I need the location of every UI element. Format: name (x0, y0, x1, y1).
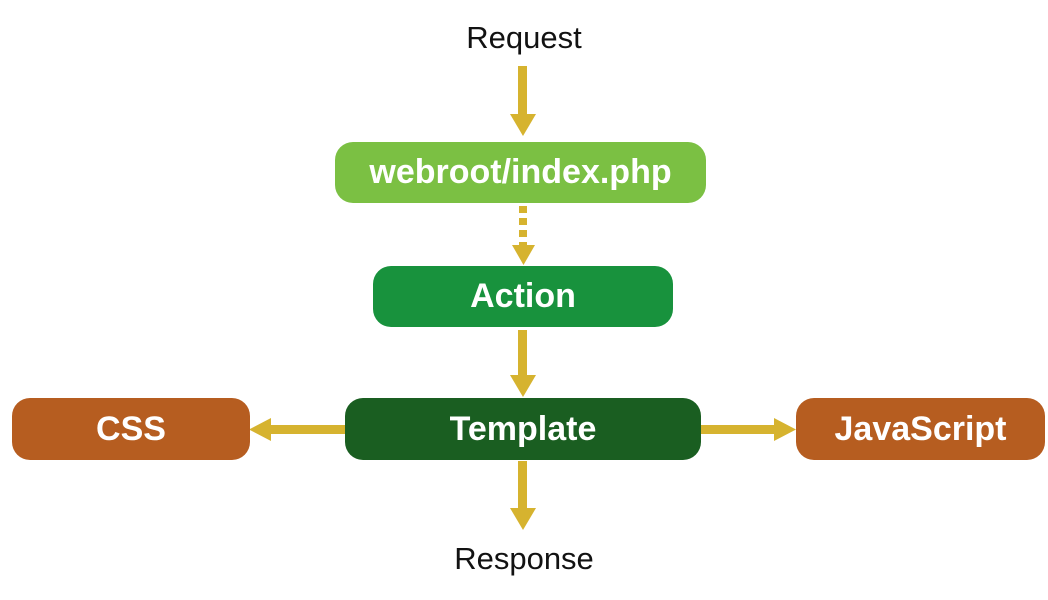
node-css-label: CSS (96, 409, 166, 448)
node-action: Action (373, 266, 673, 327)
node-javascript: JavaScript (796, 398, 1045, 460)
node-css: CSS (12, 398, 250, 460)
node-webroot-label: webroot/index.php (369, 153, 672, 191)
arrow-template-to-response-shaft (518, 461, 527, 510)
arrow-template-to-css-shaft (270, 425, 345, 434)
response-label: Response (454, 541, 594, 576)
node-webroot-index-php: webroot/index.php (335, 142, 706, 203)
arrow-action-to-template-head (510, 375, 536, 397)
arrow-template-to-response-head (510, 508, 536, 530)
arrow-webroot-to-action-dotted-shaft (519, 206, 527, 247)
arrow-action-to-template-shaft (518, 330, 527, 377)
node-template: Template (345, 398, 701, 460)
arrow-template-to-javascript-shaft (701, 425, 776, 434)
arrow-webroot-to-action-head (512, 245, 535, 265)
arrow-template-to-javascript-head (774, 418, 796, 441)
arrow-template-to-css-head (249, 418, 271, 441)
arrow-request-to-webroot-shaft (518, 66, 527, 116)
request-label: Request (466, 20, 582, 55)
node-action-label: Action (470, 277, 576, 315)
node-javascript-label: JavaScript (834, 409, 1007, 448)
node-template-label: Template (449, 409, 597, 448)
arrow-request-to-webroot-head (510, 114, 536, 136)
